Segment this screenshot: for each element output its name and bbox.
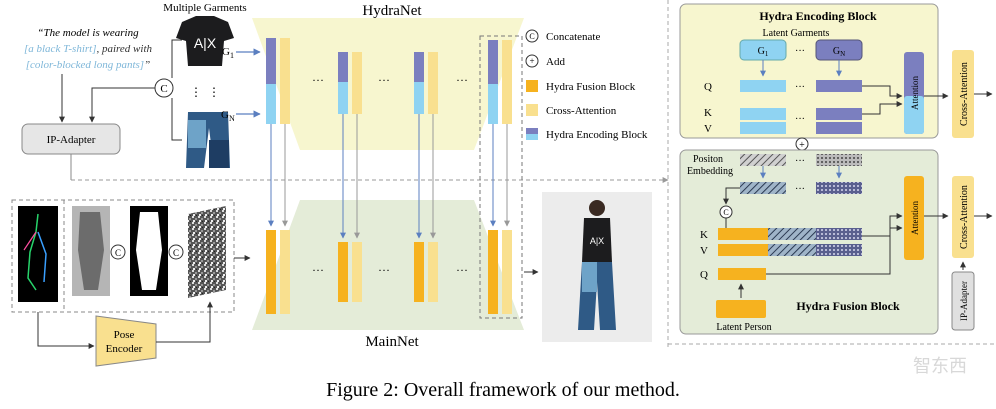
- hydra-encoding-column-3: [414, 52, 438, 114]
- mainnet-title: MainNet: [365, 334, 419, 350]
- mainnet-blocks: ··· ··· ···: [266, 230, 512, 314]
- legend-concatenate: Concatenate: [546, 31, 600, 43]
- legend: C Concatenate + Add Hydra Fusion Block C…: [525, 29, 648, 141]
- svg-text:GN: GN: [833, 46, 845, 58]
- encoding-cross-attention-label: Cross-Attention: [959, 62, 970, 126]
- legend-fusion: Hydra Fusion Block: [546, 81, 636, 93]
- encoding-k-label: K: [704, 107, 712, 119]
- fusion-v-label: V: [700, 245, 708, 257]
- hydra-encoding-block-panel: [679, 3, 939, 139]
- legend-add: Add: [546, 56, 565, 68]
- encoding-attention-label: Attention: [910, 76, 920, 110]
- fusion-block-1: [266, 230, 276, 314]
- legend-cross: Cross-Attention: [546, 105, 617, 117]
- svg-text:C: C: [173, 248, 179, 258]
- hydranet-blocks: ··· ··· ···: [266, 35, 523, 319]
- svg-text:Encoder: Encoder: [106, 343, 143, 355]
- mainnet-region: [252, 200, 524, 330]
- garments-vertical-ellipsis: ⋮: [190, 85, 202, 99]
- fusion-cross-attention-box: [952, 176, 974, 258]
- fusion-attention-label: Attention: [910, 201, 920, 235]
- pants-image: [186, 112, 230, 168]
- garments-vertical-ellipsis-2: ⋮: [208, 85, 220, 99]
- svg-text:···: ···: [312, 73, 324, 87]
- svg-text:C: C: [160, 83, 167, 95]
- fusion-k-label: K: [700, 229, 708, 241]
- hydra-encoding-column-1: [266, 38, 290, 124]
- svg-text:···: ···: [795, 46, 805, 57]
- svg-text:A|X: A|X: [590, 236, 604, 246]
- svg-text:C: C: [115, 248, 121, 258]
- svg-text:C: C: [723, 208, 728, 217]
- highlight-dashed-box: [479, 35, 523, 319]
- input-panel: [11, 199, 235, 313]
- svg-text:C: C: [529, 32, 534, 41]
- svg-text:+: +: [529, 56, 534, 66]
- svg-text:···: ···: [456, 73, 468, 87]
- fusion-ip-adapter-box: [951, 271, 975, 331]
- latent-garments-label: Latent Garments: [763, 28, 830, 39]
- prompt-line-1: “The model is wearing: [37, 27, 139, 39]
- prompt-highlight-2: [color-blocked long pants]: [26, 59, 144, 71]
- encoding-v-label: V: [704, 123, 712, 135]
- pose-encoder-box: [95, 315, 157, 367]
- concat-icon-2: [110, 244, 126, 260]
- prompt-line-3: [color-blocked long pants]”: [26, 59, 150, 71]
- garments-title: Multiple Garments: [163, 2, 246, 14]
- figure-caption: Figure 2: Overall framework of our metho…: [326, 379, 680, 401]
- fusion-cross-attention-label: Cross-Attention: [959, 185, 970, 249]
- svg-text:A|X: A|X: [194, 35, 217, 51]
- concat-icon-3: [168, 244, 184, 260]
- fusion-q-label: Q: [700, 269, 708, 281]
- garment-g1-label: G1: [222, 46, 234, 60]
- garment-gn-label: GN: [221, 109, 235, 123]
- position-embedding-line-2: Embedding: [687, 166, 733, 177]
- svg-text:···: ···: [312, 263, 324, 277]
- latent-person-box: [716, 300, 766, 318]
- fusion-block-title: Hydra Fusion Block: [796, 299, 900, 313]
- svg-text:Pose: Pose: [114, 329, 135, 341]
- prompt-highlight-1: [a black T-shirt]: [24, 43, 97, 55]
- fusion-block-3: [414, 242, 424, 302]
- hydranet-title: HydraNet: [362, 3, 422, 19]
- svg-text:G1: G1: [758, 46, 769, 58]
- hydranet-region: [252, 18, 524, 150]
- latent-person-label: Latent Person: [716, 322, 771, 333]
- hydra-fusion-block-panel: [679, 149, 939, 335]
- pose-image: [18, 206, 58, 302]
- svg-text:···: ···: [795, 114, 805, 125]
- svg-text:···: ···: [378, 263, 390, 277]
- svg-text:···: ···: [378, 73, 390, 87]
- tshirt-image: A|X: [176, 16, 234, 66]
- svg-text:···: ···: [795, 156, 805, 167]
- hydra-encoding-column-4: [488, 40, 512, 124]
- svg-text:···: ···: [795, 82, 805, 93]
- encoding-q-label: Q: [704, 81, 712, 93]
- svg-text:···: ···: [795, 184, 805, 195]
- legend-encoding: Hydra Encoding Block: [546, 129, 648, 141]
- svg-text:···: ···: [456, 263, 468, 277]
- hydra-encoding-column-2: [338, 52, 362, 114]
- encoding-block-title: Hydra Encoding Block: [759, 9, 877, 23]
- fusion-block-2: [338, 242, 348, 302]
- svg-text:+: +: [799, 140, 805, 151]
- fusion-ip-adapter-label: IP-Adapter: [959, 281, 969, 321]
- encoding-cross-attention-box: [952, 50, 974, 138]
- fusion-attention-box: [904, 176, 924, 260]
- fusion-block-4: [488, 230, 498, 314]
- ip-adapter-label: IP-Adapter: [47, 134, 96, 146]
- noise-latent-image: [188, 206, 226, 298]
- prompt-line-2: [a black T-shirt], paired with: [24, 43, 153, 55]
- text-prompt: “The model is wearing [a black T-shirt],…: [24, 27, 153, 71]
- watermark: 智东西: [913, 356, 967, 377]
- position-embedding-line-1: Positon: [693, 154, 723, 165]
